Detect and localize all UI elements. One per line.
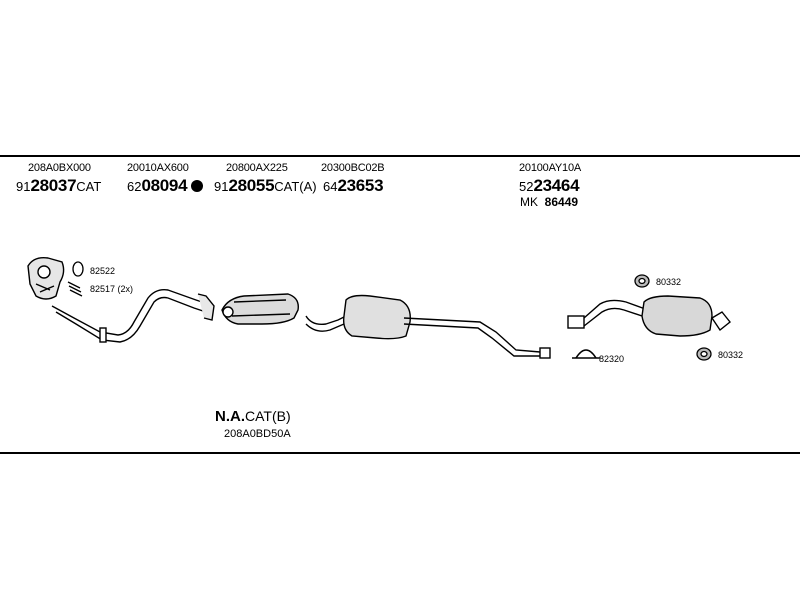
part-number-downpipe: 9128037CAT [16,176,101,196]
rubber-mount-label-1: 80332 [656,277,682,287]
oe-code-downpipe: 208A0BX000 [28,162,91,174]
rubber-mount-icon [634,274,650,288]
gasket-label-1: 82522 [90,266,116,276]
front-pipe-icon [51,288,215,343]
part-main: 08094 [141,176,188,195]
rubber-mount-icon [696,347,712,361]
oe-code-catalyst: 20800AX225 [226,162,288,174]
kit-number: 86449 [544,195,579,209]
part-main: 23653 [337,176,384,195]
kit-prefix: MK [520,195,538,209]
oe-code-rear-silencer: 20100AY10A [519,162,582,174]
na-oe-code: 208A0BD50A [224,428,291,440]
bullet-dot [191,180,204,192]
part-suffix: CAT [76,179,102,194]
part-qty: 64 [323,179,338,194]
clamp-icon [572,349,600,359]
middle-silencer-icon [305,294,551,359]
part-main: 28037 [30,176,77,195]
part-qty: 52 [519,179,534,194]
part-main: 23464 [533,176,580,195]
gasket-icon [67,261,84,297]
part-number-catalyst: 9128055CAT(A) [214,176,317,196]
part-number-front-pipe: 6208094 [127,176,207,196]
part-qty: 62 [127,179,142,194]
part-number-middle-silencer: 6423653 [323,176,384,196]
rubber-mount-label-2: 80332 [718,350,744,360]
manifold-icon [27,256,65,300]
mounting-kit: MK 86449 [520,195,578,209]
catalytic-converter-icon [221,293,299,325]
part-suffix: CAT(A) [274,179,317,194]
part-qty: 91 [16,179,31,194]
bottom-divider [0,452,800,454]
top-divider [0,155,800,157]
na-suffix: CAT(B) [245,408,291,424]
na-prefix: N.A. [215,408,245,425]
part-main: 28055 [228,176,275,195]
gasket-label-2: 82517 (2x) [90,284,134,294]
oe-code-middle-silencer: 20300BC02B [321,162,385,174]
clamp-label: 82320 [599,354,625,364]
part-number-rear-silencer: 5223464 [519,176,580,196]
na-catalyst-label: N.A.CAT(B) [215,408,291,425]
part-qty: 91 [214,179,229,194]
rear-silencer-icon [567,295,731,337]
oe-code-front-pipe: 20010AX600 [127,162,189,174]
